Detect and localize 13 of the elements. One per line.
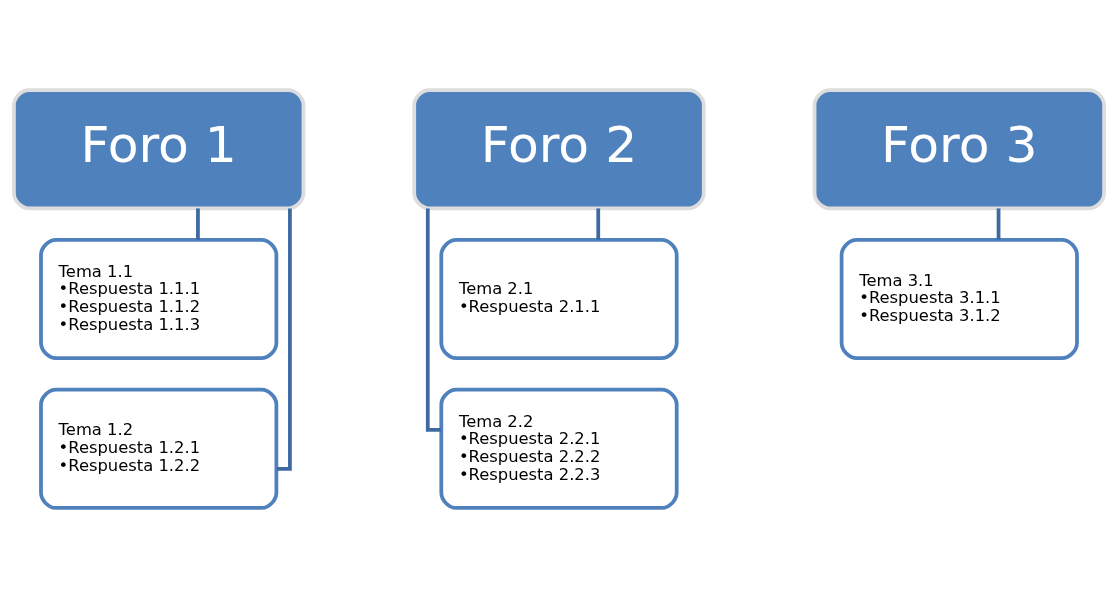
node-box: Foro 2 bbox=[412, 87, 706, 210]
node-box: Tema 2.2 •Respuesta 2.2.1 •Respuesta 2.2.2 •Respuesta 2.2.3 bbox=[439, 387, 679, 510]
node-box: Foro 1 bbox=[12, 87, 306, 210]
node-box: Tema 1.1 •Respuesta 1.1.1 •Respuesta 1.1.2 •Respuesta 1.1.3 bbox=[39, 237, 279, 360]
connector bbox=[596, 207, 601, 240]
node-box: Tema 3.1 •Respuesta 3.1.1 •Respuesta 3.1.2 bbox=[839, 237, 1079, 360]
connector bbox=[425, 207, 441, 432]
connector bbox=[196, 207, 200, 240]
connector bbox=[276, 208, 292, 471]
node-box: Tema 1.2 •Respuesta 1.2.1 •Respuesta 1.2.2 bbox=[39, 387, 279, 510]
connector bbox=[996, 207, 1001, 240]
node-box: Foro 3 bbox=[812, 87, 1106, 210]
node-box: Tema 2.1 •Respuesta 2.1.1 bbox=[439, 237, 679, 360]
